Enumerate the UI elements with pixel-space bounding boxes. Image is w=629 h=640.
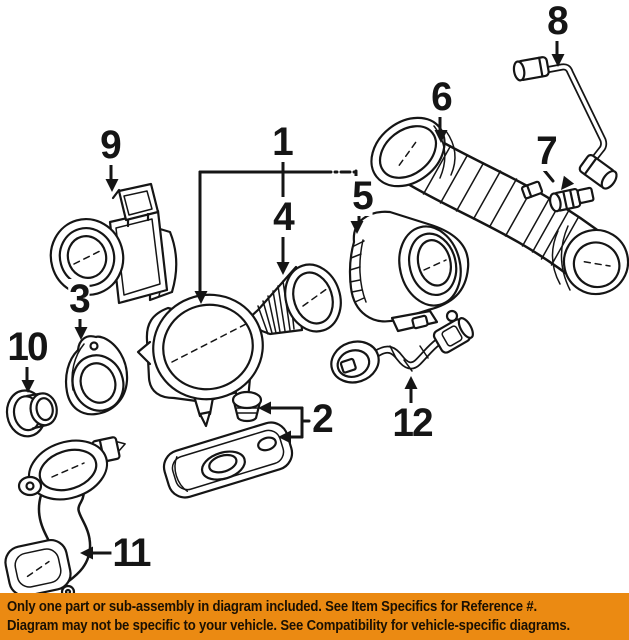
callout-8: 8: [546, 0, 569, 43]
part-6-corrugated-hose: [370, 116, 629, 296]
callout-10: 10: [6, 325, 49, 369]
part-1-air-cleaner-body: [136, 293, 264, 428]
callout-7: 7: [535, 129, 558, 173]
callout-12: 12: [391, 401, 434, 445]
part-2-grommet: [231, 390, 263, 423]
part-10-clamp: [5, 389, 58, 438]
part-9-mass-air-flow-sensor: [49, 182, 178, 305]
part-11-air-inlet-tube: [4, 436, 126, 600]
callout-1: 1: [271, 120, 294, 164]
disclaimer-line-2: Diagram may not be specific to your vehi…: [7, 618, 570, 634]
part-5-air-cleaner-cover: [348, 210, 470, 333]
callout-2: 2: [311, 397, 334, 441]
callout-9: 9: [99, 123, 122, 167]
callout-11: 11: [111, 531, 152, 575]
part-2-bracket: [162, 421, 294, 499]
disclaimer-banner: Only one part or sub-assembly in diagram…: [0, 593, 629, 640]
part-4-cone-filter: [244, 263, 342, 336]
disclaimer-line-1: Only one part or sub-assembly in diagram…: [7, 599, 537, 615]
callout-3: 3: [68, 277, 91, 321]
part-8-vent-tube: [512, 56, 618, 190]
part-7-sensor-fitting: [520, 180, 595, 213]
callout-4: 4: [272, 195, 295, 239]
callout-6: 6: [430, 75, 453, 119]
part-12-sensor-harness: [330, 309, 474, 384]
callout-leader-lines: [21, 39, 575, 560]
part-3-gasket: [64, 335, 129, 416]
callout-5: 5: [351, 174, 374, 218]
